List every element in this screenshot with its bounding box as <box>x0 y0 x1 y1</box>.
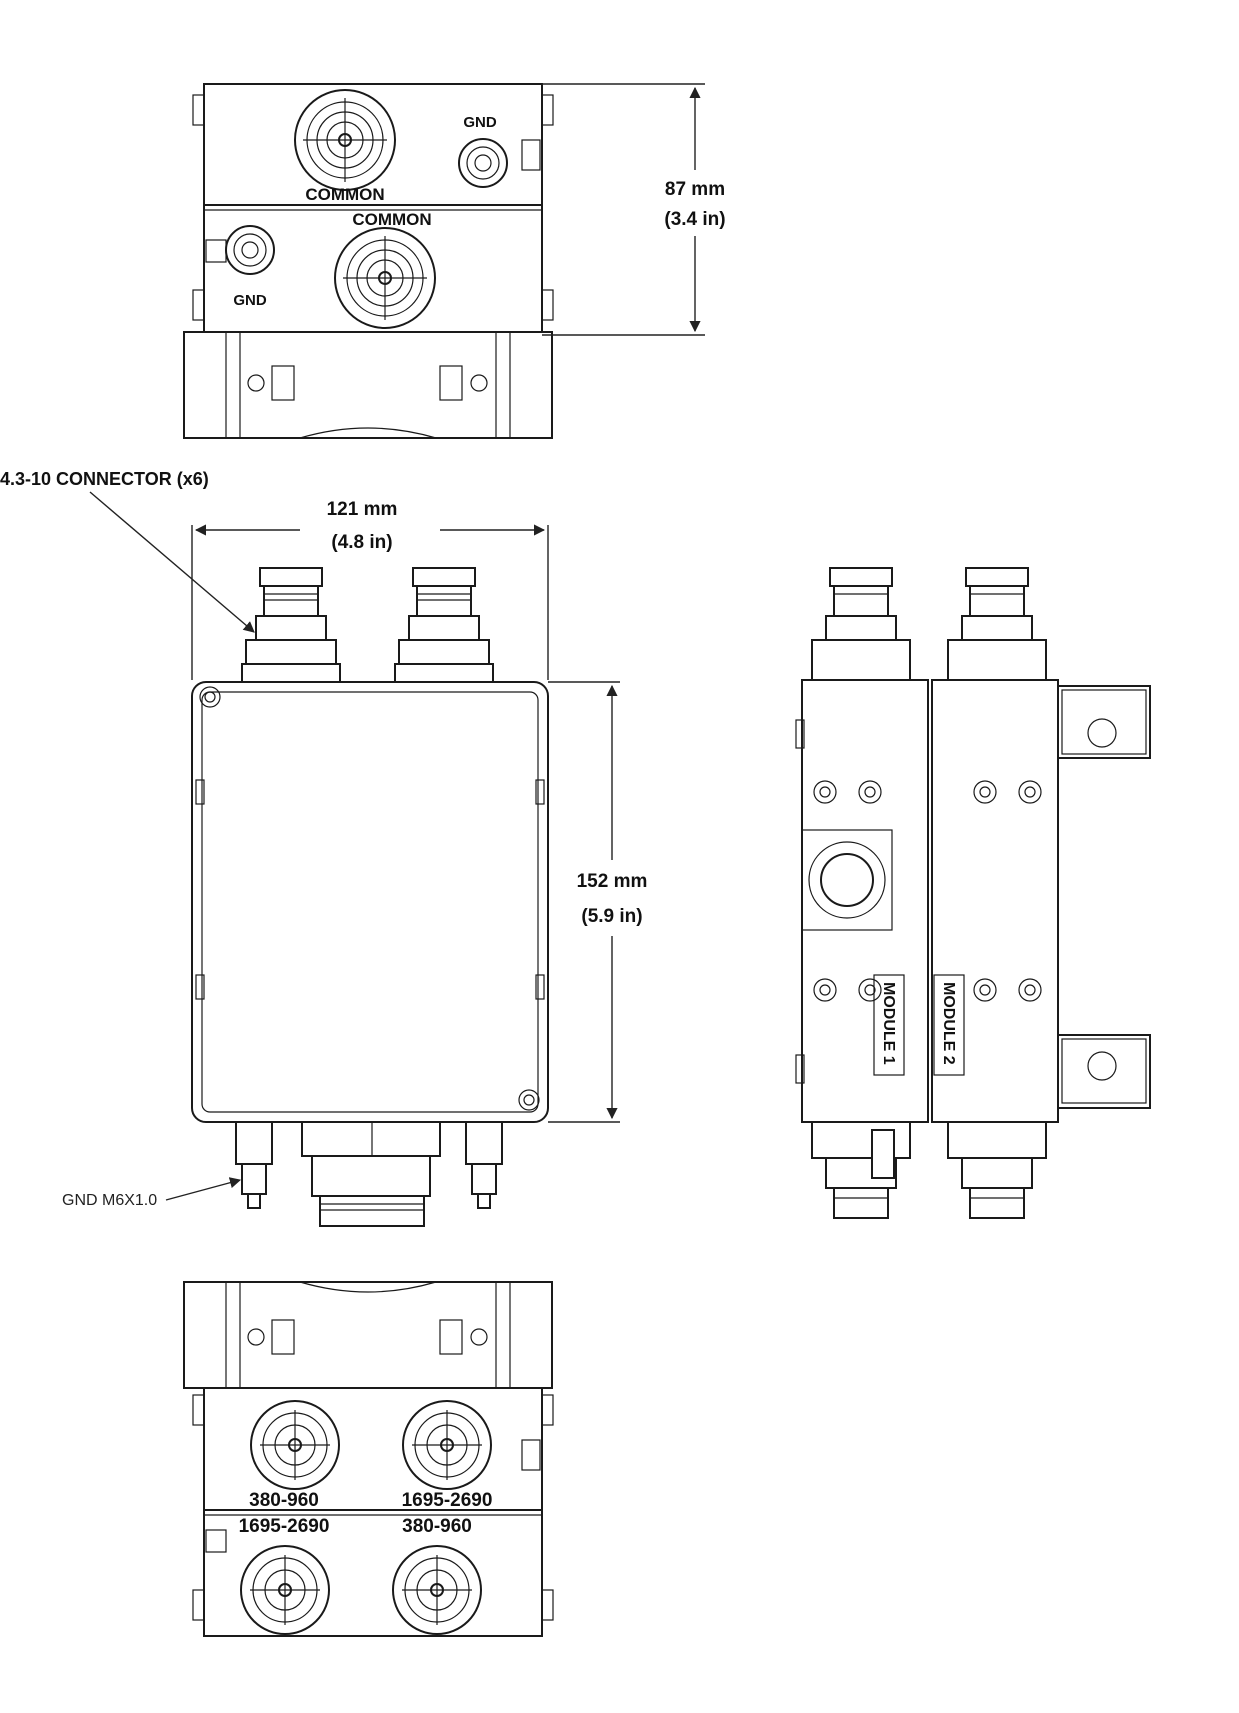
gnd-stud-callout: GND M6X1.0 <box>62 1192 157 1209</box>
height-in-label: (3.4 in) <box>664 209 725 230</box>
gnd-terminal-upper <box>458 138 508 188</box>
gnd-stud-left <box>235 1121 273 1209</box>
module-2-body <box>931 679 1059 1123</box>
connector-callout: 4.3-10 CONNECTOR (x6) <box>0 469 209 489</box>
common-label-lower: COMMON <box>352 210 431 229</box>
side-connector-bottom-1 <box>811 1121 911 1219</box>
mounting-bracket-lower <box>1058 1034 1151 1109</box>
common-connector-upper <box>294 89 396 191</box>
height-front-mm-label: 152 mm <box>577 871 648 892</box>
module-1-label: MODULE 1 <box>880 982 897 1065</box>
height-front-in-label: (5.9 in) <box>581 906 642 927</box>
width-in-label: (4.8 in) <box>331 532 392 553</box>
side-connector-top-2 <box>947 567 1047 681</box>
width-dimension: 121 mm (4.8 in) <box>191 495 549 680</box>
side-connector-bottom-2 <box>947 1121 1047 1219</box>
width-mm-label: 121 mm <box>327 499 398 520</box>
common-connector-lower <box>334 227 436 329</box>
height-mm-label: 87 mm <box>665 179 725 200</box>
connector-top-left <box>241 567 341 683</box>
enclosure-front <box>191 681 549 1123</box>
height-dimension-top-view: 87 mm (3.4 in) <box>542 83 740 336</box>
mounting-bracket-upper <box>1058 685 1151 759</box>
side-view: MODULE 1 MODULE 2 <box>795 567 1151 1219</box>
gnd-stud-right <box>465 1121 503 1209</box>
module-1-body <box>801 679 929 1123</box>
front-view: 4.3-10 CONNECTOR (x6) 121 mm (4.8 in) 15… <box>0 469 664 1227</box>
side-center-boss <box>801 829 893 931</box>
gnd-label-lower: GND <box>233 292 267 309</box>
port-connector-lower-left <box>240 1545 330 1635</box>
port-label-lower-left: 1695-2690 <box>239 1516 330 1537</box>
port-connector-upper-right <box>402 1400 492 1490</box>
port-label-lower-right: 380-960 <box>402 1516 472 1537</box>
top-view: COMMON COMMON GND GND 87 mm (3.4 in) <box>183 83 740 439</box>
bottom-view: 380-960 1695-2690 1695-2690 380-960 <box>183 1281 554 1637</box>
side-connector-top-1 <box>811 567 911 681</box>
port-connector-upper-left <box>250 1400 340 1490</box>
height-dimension-front: 152 mm (5.9 in) <box>548 681 664 1123</box>
side-screws <box>813 780 1042 1002</box>
connector-bottom <box>301 1121 441 1227</box>
port-connector-lower-right <box>392 1545 482 1635</box>
module-2-label: MODULE 2 <box>940 982 957 1065</box>
connector-top-right <box>394 567 494 683</box>
port-label-upper-left: 380-960 <box>249 1490 319 1511</box>
port-label-upper-right: 1695-2690 <box>402 1490 493 1511</box>
gnd-label-upper: GND <box>463 114 497 131</box>
common-label-upper: COMMON <box>305 185 384 204</box>
